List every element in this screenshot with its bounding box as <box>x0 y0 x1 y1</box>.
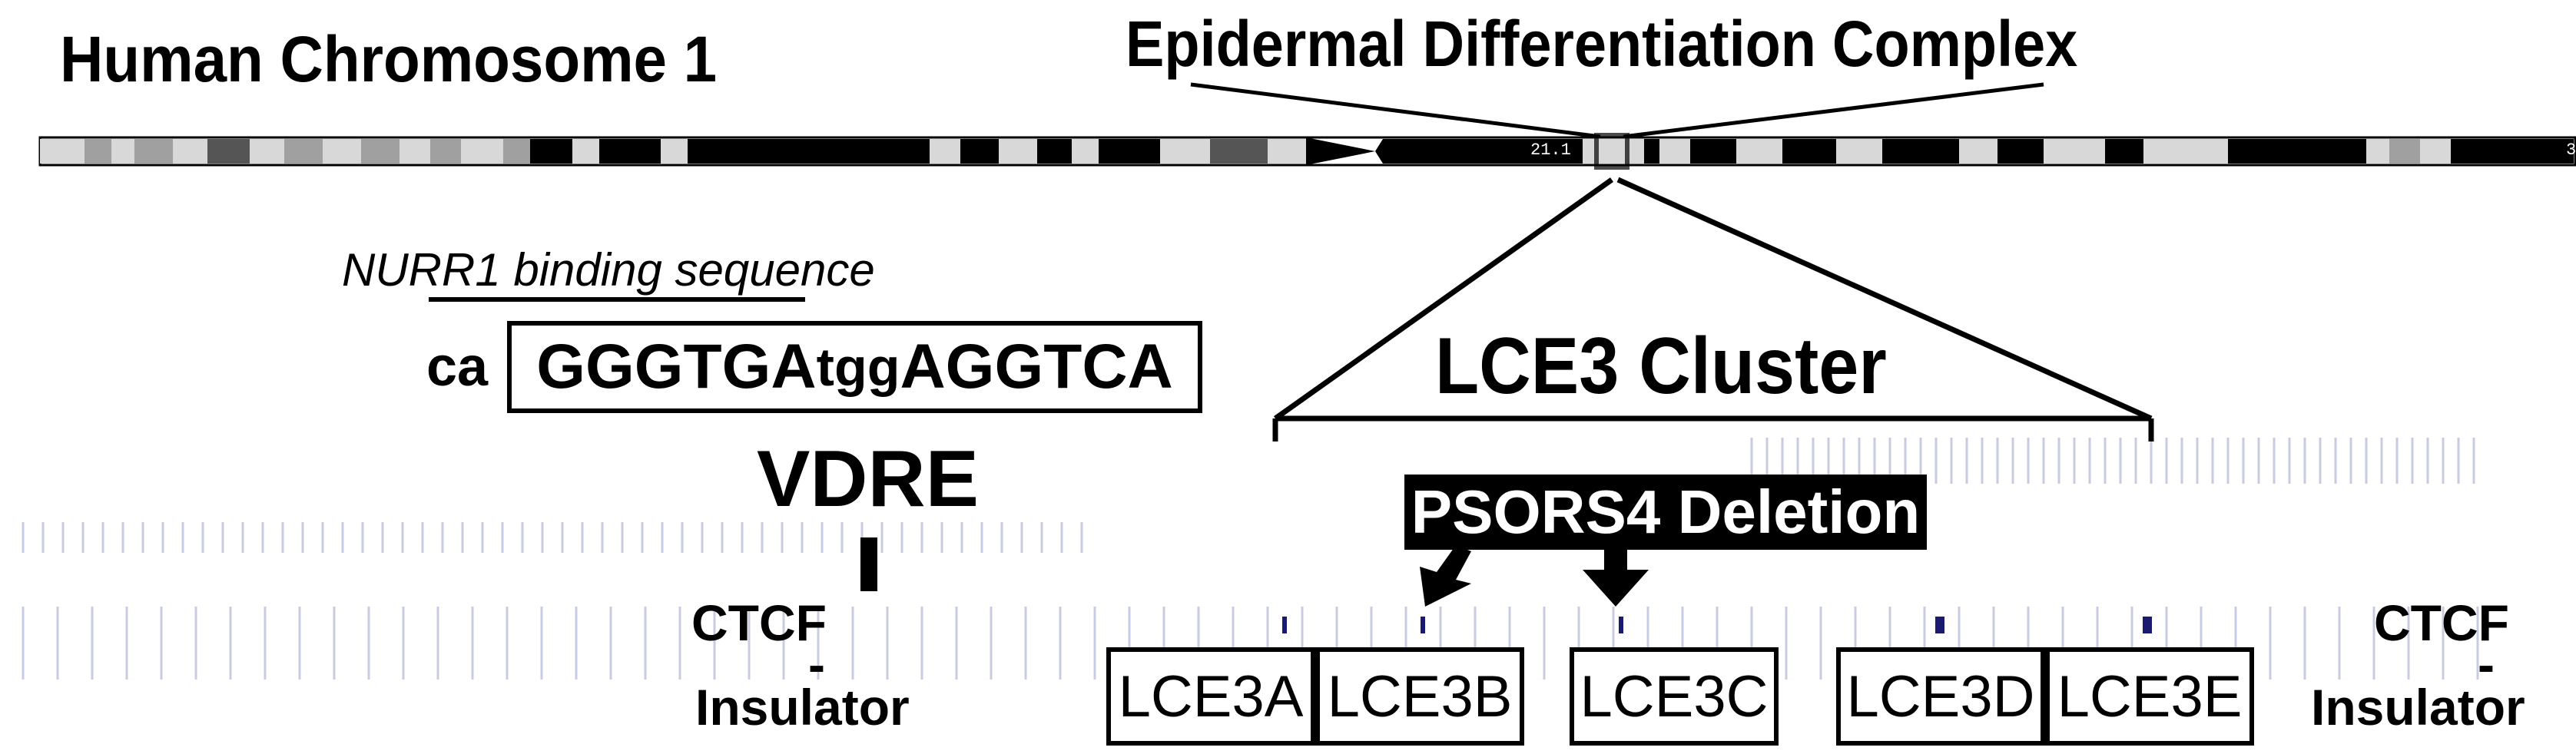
chromosome-band <box>1690 139 1736 164</box>
chromosome-band <box>2451 139 2489 164</box>
gene-mark <box>1935 617 1944 633</box>
chromosome-band <box>2389 139 2420 164</box>
chromosome-band <box>284 139 323 164</box>
chromosome-band <box>1836 139 1882 164</box>
chromosome-band <box>1099 139 1160 164</box>
insulator-right-label: Insulator <box>2311 679 2525 736</box>
chromosome-end-label: 3 <box>2566 141 2576 160</box>
chromosome-band <box>688 139 772 164</box>
chromosome-band <box>530 139 572 164</box>
chromosome-band <box>111 139 134 164</box>
gene-mark <box>2143 617 2152 633</box>
half-site-1: GGGTGA <box>536 332 817 402</box>
chromosome-band <box>173 139 207 164</box>
chromosome-band <box>85 139 111 164</box>
chromosome-band <box>250 139 284 164</box>
chromosome-band <box>323 139 361 164</box>
gene-box-lce3b: LCE3B <box>1315 647 1524 746</box>
chromosome-band <box>2305 139 2366 164</box>
chromosome-band <box>772 139 930 164</box>
cluster-label: LCE3 Cluster <box>1435 322 1887 411</box>
edc-callout-line-left <box>1190 82 1601 139</box>
gene-mark <box>1619 617 1623 633</box>
chromosome-band <box>399 139 430 164</box>
chromosome-band <box>960 139 999 164</box>
band-label: 21.1 <box>1529 141 1573 160</box>
chromosome-band <box>1959 139 1997 164</box>
chromosome-band <box>599 139 661 164</box>
centromere <box>1306 137 1375 165</box>
chromosome-title: Human Chromosome 1 <box>60 23 718 95</box>
chromosome-band <box>2366 139 2389 164</box>
deletion-label: PSORS4 Deletion <box>1404 475 1927 550</box>
vdre-sequence-box: GGGTGA tgg AGGTCA <box>507 321 1202 413</box>
insulator-left-label: Insulator <box>695 679 910 736</box>
chromosome-band <box>999 139 1037 164</box>
chromosome-band <box>930 139 960 164</box>
chromosome-band <box>361 139 399 164</box>
chromosome-band <box>1072 139 1099 164</box>
track-tick-marks <box>22 438 2479 680</box>
chromosome-band <box>2044 139 2105 164</box>
edc-callout-line-right <box>1623 82 2044 139</box>
chromosome-band <box>1583 139 1644 164</box>
chromosome-band <box>134 139 173 164</box>
centromere-right <box>1375 139 1383 164</box>
chromosome-band <box>461 139 503 164</box>
chromosome-band <box>1882 139 1959 164</box>
gene-box-lce3a: LCE3A <box>1106 647 1315 746</box>
chromosome-band <box>1160 139 1210 164</box>
chromosome-band <box>1037 139 1072 164</box>
edc-location-box <box>1594 133 1629 170</box>
chromosome-band <box>661 139 688 164</box>
chromosome-band <box>1782 139 1836 164</box>
chromosome-band <box>572 139 599 164</box>
ctcf-right-label: CTCF <box>2374 594 2509 651</box>
chromosome-band <box>503 139 530 164</box>
vdre-marker <box>860 537 877 591</box>
chromosome-band <box>430 139 461 164</box>
chromosome-band <box>1268 139 1306 164</box>
gene-mark <box>1421 617 1425 633</box>
deletion-arrow-left <box>1420 545 1471 607</box>
cluster-zoom-line-left <box>1273 177 1614 421</box>
chromosome-band <box>1736 139 1782 164</box>
gene-position-marks <box>1282 617 2152 633</box>
half-site-2: AGGTCA <box>900 332 1173 402</box>
chromosome-band <box>1659 139 1690 164</box>
chromosome-band <box>207 139 250 164</box>
nurr1-label: NURR1 binding sequence <box>342 244 875 296</box>
chromosome-band <box>1210 139 1268 164</box>
chromosome-band <box>2489 139 2574 164</box>
ctcf-left-label: CTCF <box>691 594 827 651</box>
chromosome-band <box>1644 139 1659 164</box>
cluster-zoom-line-right <box>1616 177 2153 422</box>
gene-box-lce3c: LCE3C <box>1570 647 1779 746</box>
chromosome-band <box>2228 139 2305 164</box>
sequence-prefix: ca <box>426 336 489 398</box>
gene-box-lce3e: LCE3E <box>2045 647 2254 746</box>
chromosome-band <box>2105 139 2143 164</box>
chromosome-band <box>2420 139 2451 164</box>
edc-title: Epidermal Differentiation Complex <box>1126 8 2078 80</box>
gene-mark <box>1282 617 1287 633</box>
chromosome-band <box>1383 139 1529 164</box>
ctcf-left-dash: - <box>808 636 825 693</box>
ctcf-right-dash: - <box>2478 636 2495 693</box>
gene-box-lce3d: LCE3D <box>1836 647 2045 746</box>
vdre-label: VDRE <box>757 435 979 524</box>
chromosome-band <box>2143 139 2228 164</box>
chromosome-band <box>1997 139 2044 164</box>
spacer-sequence: tgg <box>816 337 900 397</box>
deletion-arrow-right <box>1583 547 1649 607</box>
chromosome-band <box>40 139 85 164</box>
